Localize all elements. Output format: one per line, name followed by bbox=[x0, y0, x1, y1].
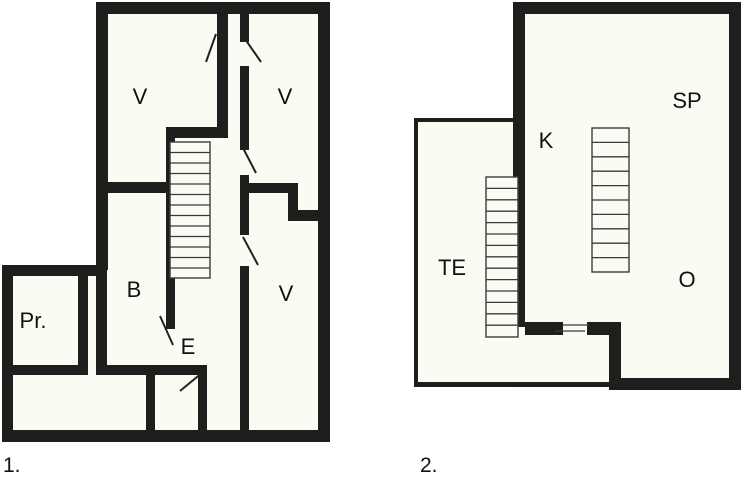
plan-2-exterior-wall-top bbox=[513, 2, 741, 14]
door-swing-top-right bbox=[242, 35, 262, 63]
room-label-pr: Pr. bbox=[20, 308, 47, 333]
door-swing-top-left bbox=[205, 33, 217, 63]
room-label-e: E bbox=[181, 334, 196, 359]
plan-1-wall-corridor-right-upper bbox=[240, 66, 249, 150]
room-label-sp: SP bbox=[672, 88, 701, 113]
plan-2-exterior-wall-right bbox=[729, 2, 741, 390]
plan-1-wall-e-top bbox=[176, 365, 207, 375]
room-label-v-bottom-right: V bbox=[279, 281, 294, 306]
plan-1-exterior-wall-bottom-main bbox=[96, 430, 330, 442]
plan-2-te-wall-left bbox=[414, 118, 418, 386]
plan-2-number: 2. bbox=[420, 454, 438, 477]
plan-1-wall-pr-right bbox=[78, 265, 88, 375]
room-label-v-top-left: V bbox=[133, 84, 148, 109]
plan-1-number: 1. bbox=[3, 454, 21, 477]
plan-2-group: SP K TE O 2. bbox=[414, 2, 741, 477]
room-label-te: TE bbox=[438, 255, 466, 280]
room-label-v-top-right: V bbox=[278, 84, 293, 109]
plan-1-wall-pr-bottom bbox=[2, 365, 88, 375]
plan-1-wing-wall-bottom bbox=[2, 430, 108, 442]
plan-1-exterior-wall-left-upper bbox=[96, 2, 108, 270]
plan-1-wall-niche-bottom bbox=[288, 210, 330, 221]
plan-1-wing-wall-top bbox=[2, 265, 98, 276]
door-swing-corridor-upper bbox=[242, 147, 257, 174]
plan-1-wall-e-left bbox=[146, 375, 155, 435]
plan-1-wall-b-left bbox=[96, 265, 107, 375]
plan-1-wall-corridor-left-upper bbox=[217, 14, 228, 134]
door-swing-b-to-e bbox=[159, 315, 174, 346]
plan-1-wall-corridor-right-mid bbox=[240, 175, 249, 235]
plan-1-main-floor bbox=[96, 2, 330, 442]
staircase-plan-1 bbox=[169, 141, 211, 279]
plan-1-exterior-wall-right bbox=[318, 2, 330, 442]
plan-1-wall-niche-top bbox=[249, 183, 297, 193]
plan-1-wall-stair-landing bbox=[166, 127, 228, 138]
plan-2-threshold-left bbox=[525, 322, 563, 335]
plan-1-wall-e-right bbox=[198, 375, 207, 435]
plan-1-wall-b-bottom bbox=[96, 365, 176, 375]
plan-1-wall-corridor-right-top bbox=[240, 14, 249, 42]
plan-2-exterior-wall-bottom-right bbox=[609, 378, 741, 390]
plan-2-te-wall-top bbox=[414, 118, 524, 122]
staircase-te bbox=[485, 176, 519, 338]
door-swing-e-room bbox=[179, 371, 204, 392]
room-label-o: O bbox=[678, 267, 695, 292]
plan-2-threshold-right bbox=[587, 322, 621, 335]
plan-2-te-wall-bottom bbox=[414, 382, 621, 387]
room-label-b: B bbox=[127, 277, 142, 302]
plan-1-wing-wall-left bbox=[2, 265, 13, 442]
room-label-k: K bbox=[539, 128, 554, 153]
plan-1-exterior-wall-top bbox=[96, 2, 330, 14]
plan-1-wall-corridor-right-lower bbox=[240, 266, 249, 432]
plan-1-wall-v-b-divider bbox=[96, 182, 178, 193]
plan-2-wall-step-vertical bbox=[609, 330, 621, 390]
door-swing-corridor-lower bbox=[242, 236, 259, 266]
staircase-sp bbox=[591, 127, 630, 273]
plan-1-group: V V B V Pr. E 1. bbox=[2, 2, 330, 477]
plan-1-wall-niche-side bbox=[288, 183, 298, 219]
